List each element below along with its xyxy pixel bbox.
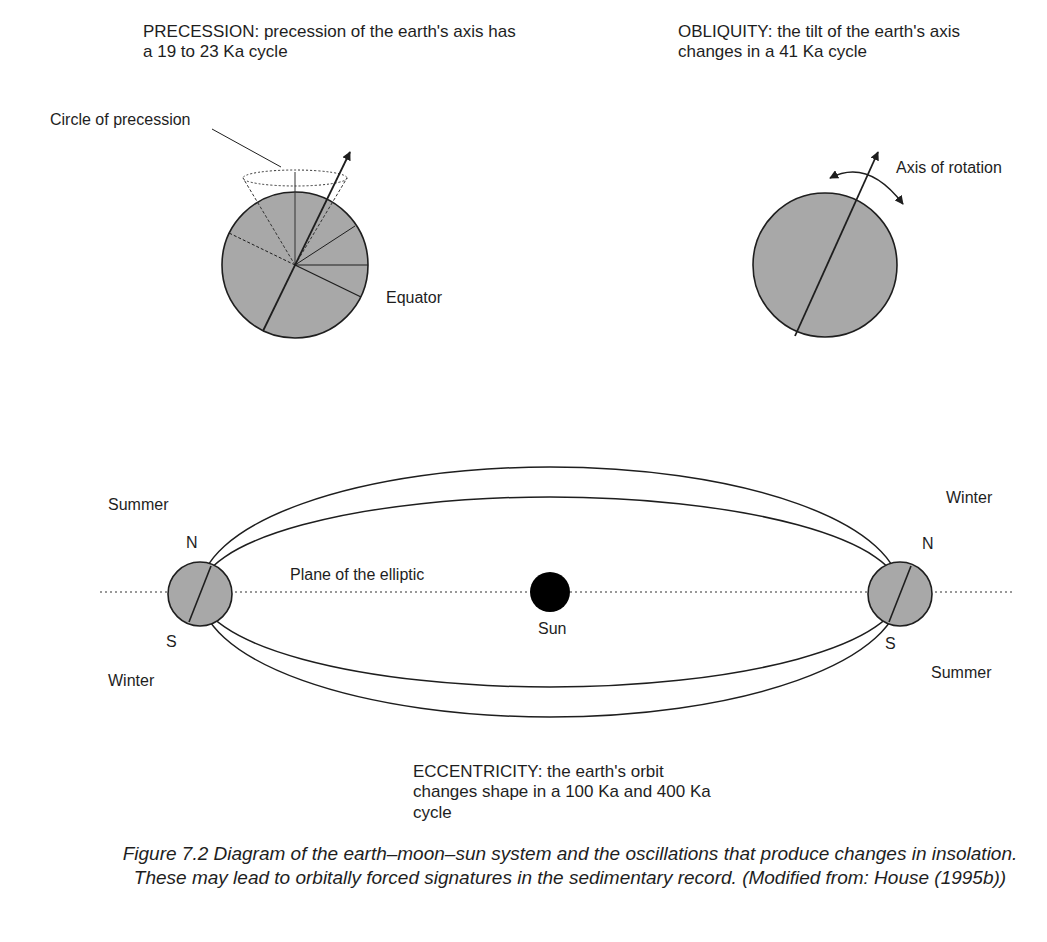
season-label: Summer — [931, 663, 991, 682]
cycle-heading: ECCENTRICITY: the earth's orbit changes … — [413, 762, 718, 823]
equator-line — [295, 264, 368, 265]
pole-letter: N — [922, 534, 934, 553]
pole-letter: S — [885, 634, 896, 653]
sun-disc — [530, 572, 570, 612]
tilt-arrow — [830, 172, 903, 204]
cycle-heading: OBLIQUITY: the tilt of the earth's axis … — [678, 22, 1023, 63]
pole-letter: S — [166, 632, 177, 651]
earth-globe — [168, 562, 232, 626]
earth-axis — [889, 566, 911, 622]
season-label: Winter — [946, 488, 992, 507]
earth-globe — [753, 193, 897, 337]
pole-letter: N — [186, 533, 198, 552]
leader-line — [212, 129, 281, 167]
earth-axis — [189, 566, 211, 622]
season-label: Summer — [108, 495, 168, 514]
obliquity-earth — [753, 152, 903, 337]
earth-axis — [263, 152, 350, 331]
precession-cone-line — [295, 178, 347, 265]
part-label: Circle of precession — [50, 110, 191, 129]
part-label: Axis of rotation — [896, 158, 1002, 177]
earth-axis — [795, 152, 878, 336]
vertical-reference-line — [295, 172, 296, 265]
precession-earth — [212, 129, 368, 338]
figure-caption: Figure 7.2 Diagram of the earth–moon–sun… — [100, 842, 1040, 890]
earth-globe — [868, 562, 932, 626]
precession-cone-line — [243, 178, 295, 265]
orbit-ellipse — [200, 497, 900, 687]
cycle-heading: PRECESSION: precession of the earth's ax… — [143, 22, 528, 63]
orbit-system — [100, 467, 1015, 717]
equator-line — [295, 265, 361, 297]
radial-line — [229, 233, 295, 265]
sun-label: Sun — [538, 619, 566, 638]
season-label: Winter — [108, 671, 154, 690]
part-label: Equator — [386, 288, 442, 307]
plane-label: Plane of the elliptic — [290, 565, 424, 584]
orbit-ellipse — [200, 467, 900, 717]
